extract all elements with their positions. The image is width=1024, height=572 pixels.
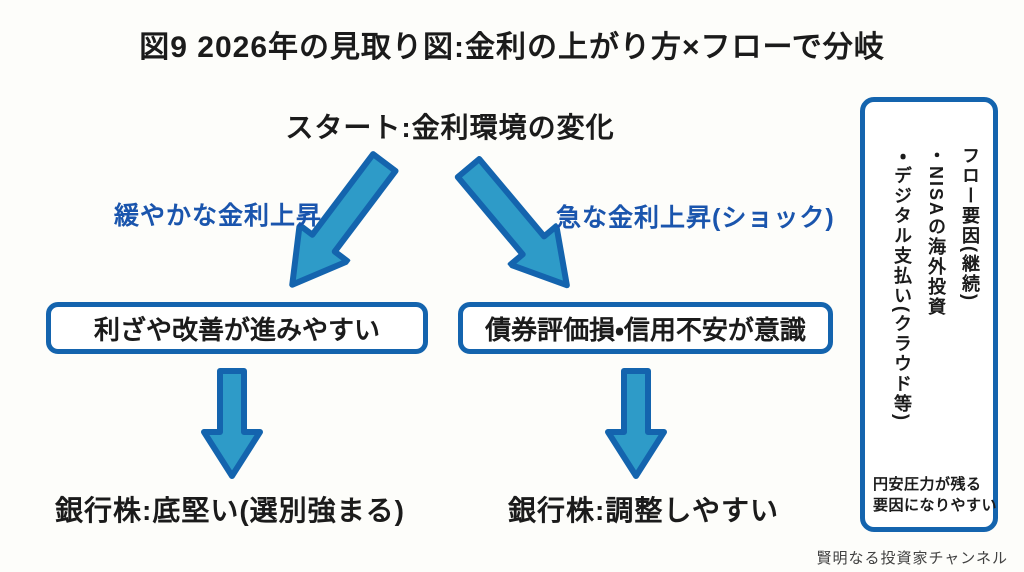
flow-factor-panel: フロー要因(継続) ・NISAの海外投資 ・デジタル支払い(クラウド等) 円安圧… [860,97,998,532]
flow-factor-item: ・NISAの海外投資 [926,146,946,318]
diagonal-down-left-arrow-icon [264,141,411,307]
result-left: 銀行株:底堅い(選別強まる) [55,495,405,526]
flow-factor-item: ・デジタル支払い(クラウド等) [892,146,912,422]
outcome-box-left: 利ざや改善が進みやすい [46,302,428,354]
result-right: 銀行株:調整しやすい [508,495,780,526]
diagonal-down-right-arrow-icon [442,145,594,309]
figure-title: 図9 2026年の見取り図:金利の上がり方×フローで分岐 [139,31,885,64]
flow-factor-note-line1: 円安圧力が残る [873,475,982,493]
down-arrow-right-icon [604,368,668,480]
branch-condition-right: 急な金利上昇(ショック) [556,204,835,232]
flow-factor-note: 円安圧力が残る 要因になりやすい [873,474,997,518]
outcome-box-left-label: 利ざや改善が進みやすい [93,314,380,345]
outcome-box-right: 債券評価損・信用不安が意識 [458,302,833,354]
start-node-label: スタート:金利環境の変化 [285,112,615,143]
channel-watermark: 賢明なる投資家チャンネル [816,550,1008,567]
down-arrow-left-icon [200,368,264,480]
outcome-box-right-label: 債券評価損・信用不安が意識 [485,314,806,345]
flow-factor-note-line2: 要因になりやすい [873,497,998,515]
flow-factor-vertical-text: フロー要因(継続) ・NISAの海外投資 ・デジタル支払い(クラウド等) [885,146,987,491]
branch-condition-left: 緩やかな金利上昇 [114,202,323,230]
flow-factor-heading: フロー要因(継続) [960,146,980,302]
